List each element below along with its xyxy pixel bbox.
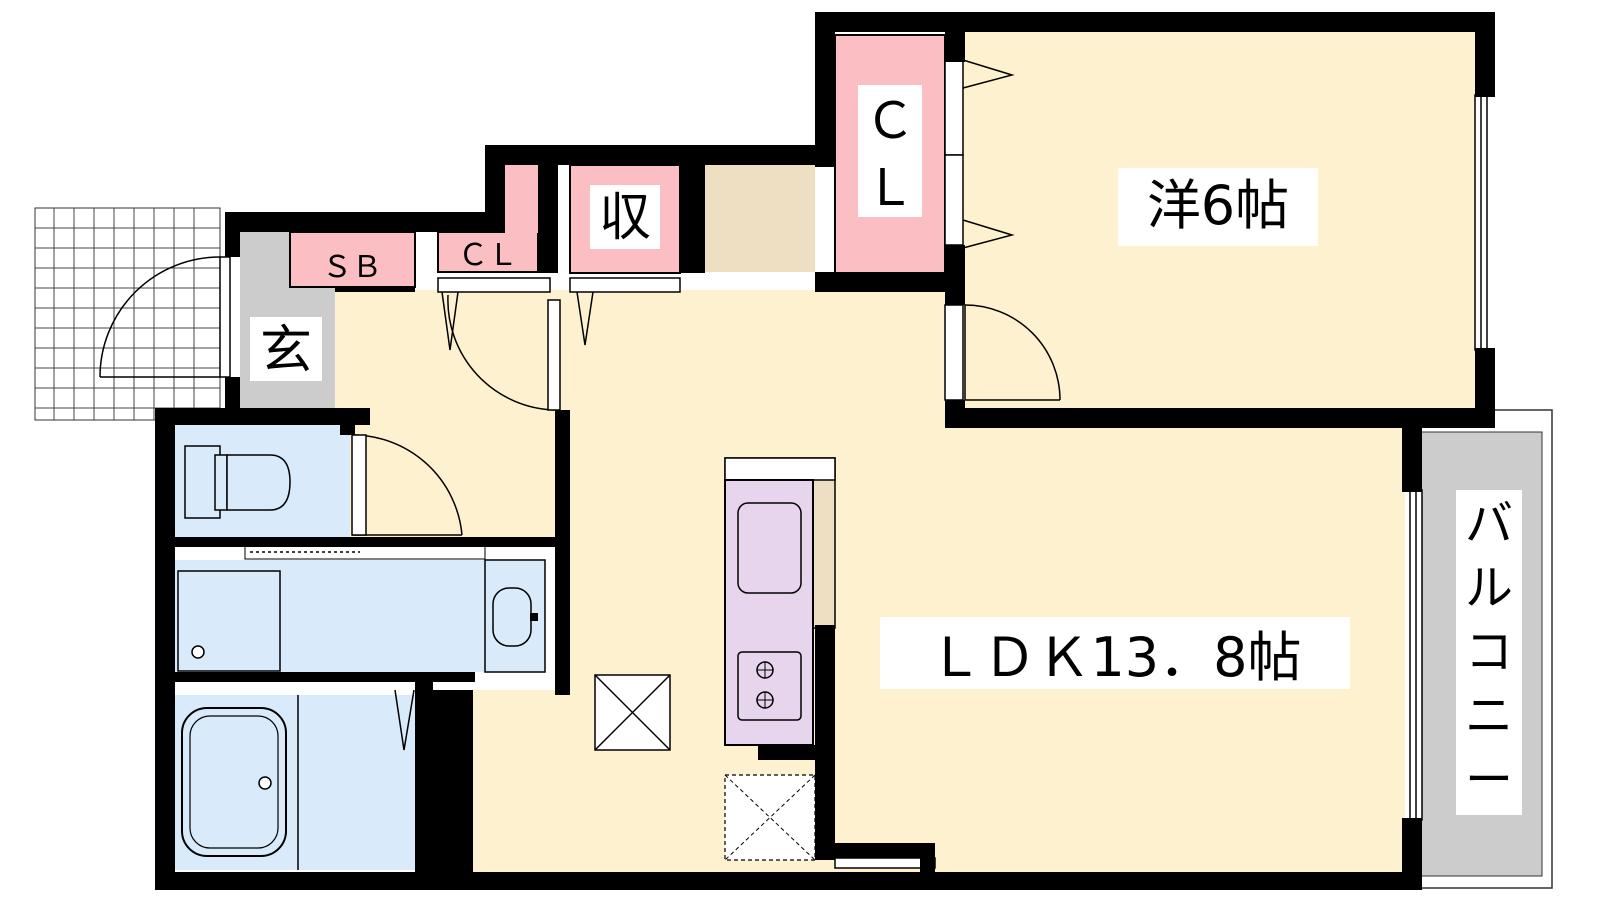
closet-small	[437, 231, 539, 273]
porch-grid	[34, 207, 221, 421]
room-labels: 洋6帖 ＬＤＫ13．8帖 バ ル コ ニ ー 玄 ＳＢ ＣＬ 収 Ｃ Ｌ	[250, 85, 1522, 815]
balcony-label-4: ニ	[1465, 688, 1513, 744]
balcony-label-3: コ	[1465, 624, 1513, 680]
doors	[99, 59, 1488, 869]
western-room-label: 洋6帖	[1147, 174, 1289, 237]
stove	[737, 651, 802, 721]
balcony-label-2: ル	[1465, 560, 1513, 616]
storage-label: 収	[599, 188, 651, 248]
shoe-box	[289, 231, 416, 288]
shoe-box-label: ＳＢ	[322, 250, 382, 285]
sink	[737, 502, 802, 594]
kitchen-counter	[724, 457, 836, 746]
ldk-label: ＬＤＫ13．8帖	[928, 626, 1301, 689]
floor-fills	[175, 32, 1475, 872]
bathtub	[181, 679, 418, 870]
closet-bedroom-label-l: Ｌ	[865, 159, 915, 217]
closet-small-label: ＣＬ	[458, 238, 518, 273]
entrance-label: 玄	[260, 321, 312, 381]
balcony-label-1: バ	[1465, 496, 1513, 552]
toilet-fixture	[184, 445, 291, 519]
walls	[155, 12, 1495, 890]
appliance-spaces	[594, 674, 816, 861]
washroom-fixtures	[177, 544, 546, 673]
closet-bedroom-label-c: Ｃ	[865, 92, 915, 150]
balcony-label-5: ー	[1465, 752, 1513, 808]
